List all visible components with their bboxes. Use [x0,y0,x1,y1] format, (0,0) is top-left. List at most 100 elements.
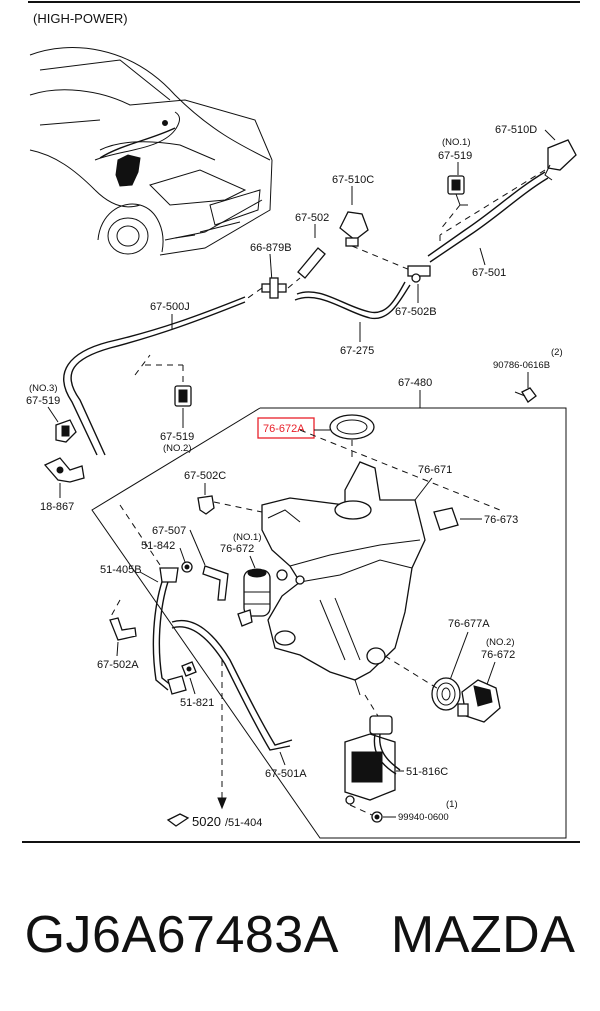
guide-bolt-99940 [349,804,373,816]
check-valve-no3 [55,419,77,443]
label-no2-tag-b: (NO.2) [486,637,515,648]
harness-connector-lower [167,675,187,695]
label-67-501: 67-501 [472,267,506,279]
highlight-box-76-672A [257,417,315,439]
label-67-519-no2: 67-519 [160,431,194,443]
label-67-275: 67-275 [340,345,374,357]
label-51-842: 51-842 [141,540,175,552]
label-no1-tag-b: (NO.1) [233,532,262,543]
harness-51-405B [152,567,179,691]
elbow-67-502C [197,495,215,515]
label-qty-1: (1) [446,799,458,810]
guide-67-502C [213,501,263,513]
label-67-501A: 67-501A [265,768,307,780]
leader-76-677A [449,631,469,681]
label-76-673: 76-673 [484,514,518,526]
label-76-672A[interactable]: 76-672A [263,423,305,435]
joint-67-502B [407,265,431,283]
tank-cap-76-672A [329,414,375,440]
washer-pump-no1 [237,568,271,627]
label-76-672-no2: 76-672 [481,649,515,661]
guide-67-502A [109,599,121,619]
guide-left-1 [119,504,161,566]
label-no2-tag-a: (NO.2) [163,443,192,454]
hose-67-500J [63,296,246,456]
check-valve-no1 [447,175,468,206]
car-outline [29,47,273,256]
leader-67-502A [116,641,119,657]
guide-67-500J [244,287,263,301]
label-67-502B: 67-502B [395,306,437,318]
label-67-510D: 67-510D [495,124,537,136]
label-67-480: 67-480 [398,377,432,389]
label-66-879B: 66-879B [250,242,292,254]
label-67-502: 67-502 [295,212,329,224]
brand-name: MAZDA [390,906,576,964]
hose-67-501 [427,171,549,263]
leader-67-501 [479,247,486,266]
label-67-500J: 67-500J [150,301,190,313]
leader-66-879B [269,253,273,283]
leader-67-507 [189,529,206,566]
guide-67-510C [351,245,411,271]
label-99940-0600: 99940-0600 [398,812,449,823]
leader-67-510D [544,129,556,141]
ref-5020: 5020 [192,814,221,829]
hose-67-501A [171,619,293,751]
grommet-76-677A [431,677,461,711]
bolt-90786 [514,387,537,403]
leader-67-501A [279,751,286,766]
clip-51-842 [181,561,193,573]
assembly-frame [91,407,567,839]
bracket-18-867 [43,457,85,483]
label-67-502A: 67-502A [97,659,139,671]
label-76-672-no1: 76-672 [220,543,254,555]
guide-left-2 [134,354,151,376]
label-no1-tag-top: (NO.1) [442,137,471,148]
guide-pump-no2 [384,655,441,691]
washer-pump-no2 [457,679,501,723]
guide-66-879B [287,277,301,289]
leader-67-519-no3 [47,406,59,423]
product-caption: GJ6A67483A MAZDA [0,895,600,975]
part-number: GJ6A67483A [24,906,339,964]
label-67-519-no3: 67-519 [26,395,60,407]
leader-51-842 [179,547,186,563]
clip-51-821 [181,661,197,677]
label-90786-0616B: 90786-0616B [493,360,550,371]
leader-76-672-no1 [249,555,256,569]
arrow-5020 [217,797,227,810]
label-67-519-no1: 67-519 [438,150,472,162]
elbow-67-502A [109,617,137,641]
short-hose-67-502 [297,247,326,279]
ref-51-404: /51-404 [225,817,262,829]
t-joint-66-879B [261,277,287,299]
label-76-671: 76-671 [418,464,452,476]
label-51-816C: 51-816C [406,766,448,778]
diagram-header: (HIGH-POWER) [33,11,128,26]
washer-nozzle-center [339,211,369,247]
guide-67-510D [439,169,546,236]
leader-51-405B [139,571,159,583]
label-no3-tag: (NO.3) [29,383,58,394]
label-67-502C: 67-502C [184,470,226,482]
washer-reservoir-76-671 [261,461,426,696]
pad-76-673 [433,507,459,531]
label-76-677A: 76-677A [448,618,490,630]
bolt-99940 [371,811,383,823]
guide-valve-no1 [439,204,461,231]
check-valve-no2 [174,385,192,407]
ref-arrow-icon [166,813,190,827]
label-67-510C: 67-510C [332,174,374,186]
guide-tank-top [299,429,501,511]
washer-nozzle-right [544,139,577,181]
level-sensor-51-816C [344,715,401,805]
label-67-507: 67-507 [152,525,186,537]
leader-51-821 [189,677,196,695]
label-51-821: 51-821 [180,697,214,709]
guide-sensor [364,694,379,717]
hose-67-507 [202,565,229,601]
label-51-405B: 51-405B [100,564,142,576]
label-18-867: 18-867 [40,501,74,513]
leader-76-671 [414,477,433,501]
